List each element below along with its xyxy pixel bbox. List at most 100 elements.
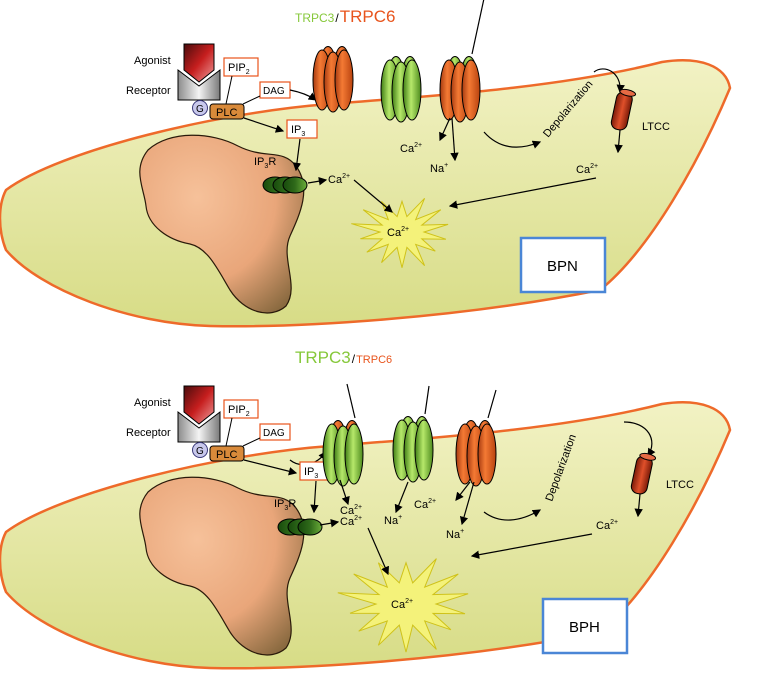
g-protein-icon xyxy=(192,442,208,458)
channel-ca-label: Ca2+ xyxy=(400,142,422,155)
channel-na-label: Na+ xyxy=(430,162,448,175)
condition-box xyxy=(519,236,607,294)
channel1-ca-label-sup: 2+ xyxy=(354,504,362,511)
ltcc-label: LTCC xyxy=(666,479,694,491)
pip2-label-sub: 2 xyxy=(246,69,250,76)
channel-to-depol-arrow xyxy=(483,509,542,521)
ca-burst-label-sup: 2+ xyxy=(405,598,413,605)
ip3r-to-ca-arrow xyxy=(319,519,340,528)
er-ca-label: Ca2+ xyxy=(328,173,350,186)
ltcc-ca-to-burst-arrow xyxy=(448,177,597,209)
channel-title: TRPC3/TRPC6 xyxy=(295,7,395,26)
nucleus xyxy=(139,476,305,656)
ltcc-ca-label: Ca2+ xyxy=(576,163,598,176)
title-trpc3: TRPC3 xyxy=(295,11,335,25)
condition-box xyxy=(541,597,629,655)
ca-burst-label-sup: 2+ xyxy=(401,226,409,233)
ip3r-to-ca-arrow xyxy=(307,177,328,186)
ltcc-ca-label: Ca2+ xyxy=(596,519,618,532)
receptor-icon xyxy=(177,410,221,443)
ip3r-label: IP3R xyxy=(274,498,296,512)
dag-label: DAG xyxy=(263,428,285,439)
channel3-ca-arrow xyxy=(455,481,471,501)
plc-box xyxy=(209,103,245,120)
agonist-icon xyxy=(183,385,215,425)
ca-burst-label: Ca2+ xyxy=(387,226,409,239)
ltcc-ca-label-sup: 2+ xyxy=(590,163,598,170)
receptor-icon xyxy=(177,68,221,101)
ip3-label: IP3 xyxy=(304,466,318,480)
trpc3-channel-2 xyxy=(392,385,434,483)
ltcc-ca-to-burst-arrow xyxy=(470,533,593,559)
channel-ca-label-main: Ca xyxy=(400,143,415,155)
plc-label: PLC xyxy=(216,449,237,461)
ip3-label-sub: 3 xyxy=(301,131,305,138)
pip2-label: PIP2 xyxy=(228,404,250,418)
title-trpc3: TRPC3 xyxy=(295,348,351,367)
ca-burst-label-main: Ca xyxy=(391,599,406,611)
g-protein-label: G xyxy=(196,104,204,115)
g-protein-label: G xyxy=(196,446,204,457)
trpc3-channel-1 xyxy=(322,383,364,487)
ip3-label-sub: 3 xyxy=(314,473,318,480)
channel2-na-label-main: Na xyxy=(384,515,399,527)
channel2-na-label: Na+ xyxy=(384,514,402,527)
pip2-label-sub: 2 xyxy=(246,411,250,418)
agonist-icon xyxy=(183,43,215,83)
ip3-label-main: IP xyxy=(304,466,314,478)
condition-label: BPH xyxy=(569,619,600,636)
ip3-label: IP3 xyxy=(291,124,305,138)
channel-na-label-sup: + xyxy=(444,162,448,169)
channel3-ca-label-sup: 2+ xyxy=(428,498,436,505)
ltcc-ca-label-main: Ca xyxy=(596,520,611,532)
plc-to-ip3-arrow xyxy=(243,117,285,133)
condition-label: BPN xyxy=(547,258,578,275)
ip3-to-ip3r-arrow xyxy=(310,480,319,514)
ltcc-ca-label-sup: 2+ xyxy=(610,519,618,526)
channel2-na-arrow xyxy=(394,481,409,514)
depol-to-ltcc-arrow xyxy=(593,68,625,94)
title-trpc6: TRPC6 xyxy=(340,7,396,26)
receptor-label: Receptor xyxy=(126,427,171,439)
ca-burst-icon xyxy=(337,558,469,653)
channel-ca-label-sup: 2+ xyxy=(414,142,422,149)
agonist-label: Agonist xyxy=(134,397,171,409)
pip2-box xyxy=(223,399,259,419)
trpc6-channel-1 xyxy=(312,46,354,113)
er-ca-to-burst-arrow xyxy=(367,527,389,576)
title-trpc6: TRPC6 xyxy=(356,354,392,366)
ca-burst-label: Ca2+ xyxy=(391,598,413,611)
channel1-ca-label-main: Ca xyxy=(340,505,355,517)
channel3-na-label: Na+ xyxy=(446,528,464,541)
ca-burst-icon xyxy=(351,197,449,268)
plc-box xyxy=(209,445,245,462)
pip2-label-main: PIP xyxy=(228,62,246,74)
trpc3-channel-1 xyxy=(380,56,422,123)
ca-burst-label-main: Ca xyxy=(387,227,402,239)
channel3-ca-label: Ca2+ xyxy=(414,498,436,511)
agonist-label: Agonist xyxy=(134,55,171,67)
er-ca-label-sup: 2+ xyxy=(342,173,350,180)
ip3r-label: IP3R xyxy=(254,156,276,170)
channel3-na-label-sup: + xyxy=(460,528,464,535)
channel-ca-arrow xyxy=(439,117,451,142)
receptor-label: Receptor xyxy=(126,85,171,97)
channel-title: TRPC3/TRPC6 xyxy=(295,348,392,367)
ip3-label-main: IP xyxy=(291,124,301,136)
ltcc-ca-arrow xyxy=(614,129,623,154)
pip2-label: PIP2 xyxy=(228,62,250,76)
er-ca-to-burst-arrow xyxy=(353,179,393,213)
ip3r-icon xyxy=(282,176,308,194)
er-ca-label-main: Ca xyxy=(340,516,355,528)
ip3-to-ip3r-arrow xyxy=(292,138,302,172)
channel3-ca-label-main: Ca xyxy=(414,499,429,511)
channel1-ca-label: Ca2+ xyxy=(340,504,362,517)
er-ca-label-sup: 2+ xyxy=(354,515,362,522)
ip3r-icon xyxy=(297,518,323,536)
channel-na-label-main: Na xyxy=(430,163,445,175)
er-ca-label: Ca2+ xyxy=(340,515,362,528)
